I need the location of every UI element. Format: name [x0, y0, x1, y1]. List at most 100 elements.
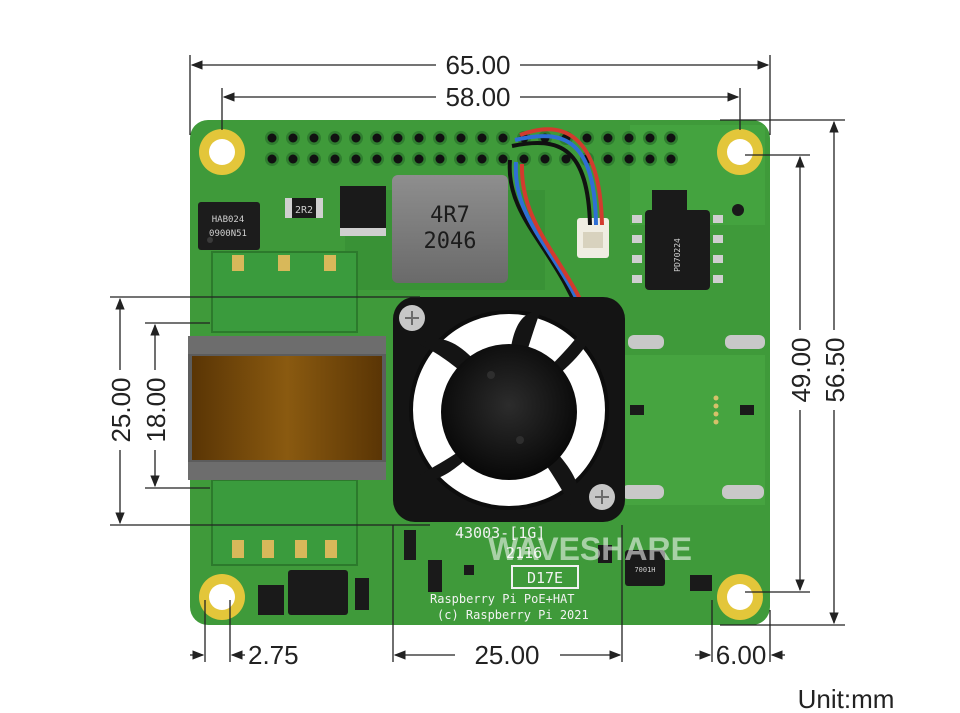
gpio-pin-hole: [330, 154, 340, 164]
gpio-header: [265, 131, 678, 166]
gpio-pin-hole: [666, 133, 676, 143]
cooling-fan: [393, 297, 625, 522]
transformer-terminals-bottom: [211, 479, 358, 566]
pad: [722, 485, 764, 499]
resistor-2r2: 2R2: [285, 198, 323, 218]
transformer-core: [192, 356, 382, 460]
dim-right-hole-offset: 6.00: [716, 640, 767, 670]
gpio-pin-hole: [330, 133, 340, 143]
gpio-pin-hole: [666, 154, 676, 164]
pad: [628, 335, 664, 349]
smd-component: [690, 575, 712, 591]
dimension-lines: [110, 55, 845, 662]
diode-pad: [340, 228, 386, 236]
smd-component: [464, 565, 474, 575]
dim-transformer-core: 18.00: [141, 377, 171, 442]
fan-screw: [589, 484, 615, 510]
dim-board-height: 56.50: [820, 337, 850, 402]
gpio-pin-hole: [561, 154, 571, 164]
gpio-pin-hole: [309, 154, 319, 164]
gpio-pin-hole: [414, 133, 424, 143]
smd-component: [258, 585, 284, 615]
dim-hole-pitch-x: 58.00: [445, 82, 510, 112]
gpio-pin-hole: [288, 154, 298, 164]
pcb-board: HAB024 0900N51 2R2 4R7 2046: [188, 120, 770, 625]
gpio-pin-hole: [624, 154, 634, 164]
mounting-hole-top-right: [717, 129, 763, 175]
gpio-pin-hole: [519, 154, 529, 164]
chip-small-label: 7001H: [634, 566, 655, 574]
chip-left-label-2: 0900N51: [209, 229, 247, 239]
gpio-pin-hole: [393, 133, 403, 143]
gpio-pin-hole: [477, 154, 487, 164]
smd-component: [630, 405, 644, 415]
dim-left-hole-offset: 2.75: [248, 640, 299, 670]
silk-marking: D17E: [527, 569, 563, 587]
pcb-zone: [625, 355, 765, 505]
gpio-pin-hole: [351, 133, 361, 143]
inductor-4r7: 4R7 2046: [392, 175, 508, 283]
led: [732, 204, 744, 216]
gpio-pin-hole: [645, 133, 655, 143]
inductor-label-2: 2046: [424, 229, 477, 254]
transformer: [188, 336, 386, 480]
gpio-pin-hole: [477, 133, 487, 143]
chip-right-pads: [632, 215, 723, 283]
gpio-pin-hole: [540, 154, 550, 164]
gpio-pin-hole: [603, 133, 613, 143]
resistor-label: 2R2: [295, 205, 313, 216]
dim-transformer-outer: 25.00: [106, 377, 136, 442]
fan-screw: [399, 305, 425, 331]
gpio-pin-hole: [435, 133, 445, 143]
gpio-pin-hole: [393, 154, 403, 164]
diode: [340, 186, 386, 236]
smd-component: [404, 530, 416, 560]
pad: [725, 335, 765, 349]
gpio-pin-hole: [372, 154, 382, 164]
gpio-pin-hole: [498, 154, 508, 164]
gpio-pin-hole: [498, 133, 508, 143]
gpio-pin-hole: [582, 133, 592, 143]
unit-label: Unit:mm: [798, 684, 895, 713]
fan-connector: [577, 218, 609, 258]
gpio-pin-hole: [309, 133, 319, 143]
mounting-hole-top-left: [199, 129, 245, 175]
mounting-hole-bottom-left: [199, 574, 245, 620]
dim-board-width: 65.00: [445, 50, 510, 80]
gpio-pin-hole: [435, 154, 445, 164]
smd-component: [598, 545, 612, 563]
chip-left-label: HAB024: [212, 215, 245, 225]
pad: [622, 485, 664, 499]
fan-hub: [441, 344, 577, 480]
smd-component: [740, 405, 754, 415]
mosfet: [288, 570, 348, 615]
smd-component: [428, 560, 442, 592]
dim-fan-width: 25.00: [474, 640, 539, 670]
gpio-pin-hole: [624, 133, 634, 143]
gpio-pin-hole: [456, 133, 466, 143]
mounting-hole-bottom-right: [717, 574, 763, 620]
dim-hole-pitch-y: 49.00: [786, 337, 816, 402]
watermark: WAVESHARE: [488, 531, 692, 567]
smd-component: [355, 578, 369, 610]
silk-copyright: (c) Raspberry Pi 2021: [437, 608, 589, 622]
chip-right-label: PD70224: [673, 238, 682, 272]
gpio-pin-hole: [456, 154, 466, 164]
silk-product: Raspberry Pi PoE+HAT: [430, 592, 575, 606]
silk-marking-box: [511, 565, 579, 589]
chip-right: PD70224: [645, 190, 710, 290]
transformer-terminals-top: [211, 251, 358, 333]
gpio-pin-hole: [351, 154, 361, 164]
chip-left: HAB024 0900N51: [198, 202, 260, 250]
inductor-label-1: 4R7: [430, 203, 470, 228]
chip-small: 7001H: [625, 550, 665, 586]
silk-code-2: 2116: [506, 544, 542, 562]
gpio-pin-hole: [267, 154, 277, 164]
gpio-pin-hole: [288, 133, 298, 143]
gpio-pin-hole: [414, 154, 424, 164]
gpio-pin-hole: [603, 154, 613, 164]
gpio-pin-hole: [267, 133, 277, 143]
via-column: [713, 395, 719, 425]
gpio-pin-hole: [645, 154, 655, 164]
